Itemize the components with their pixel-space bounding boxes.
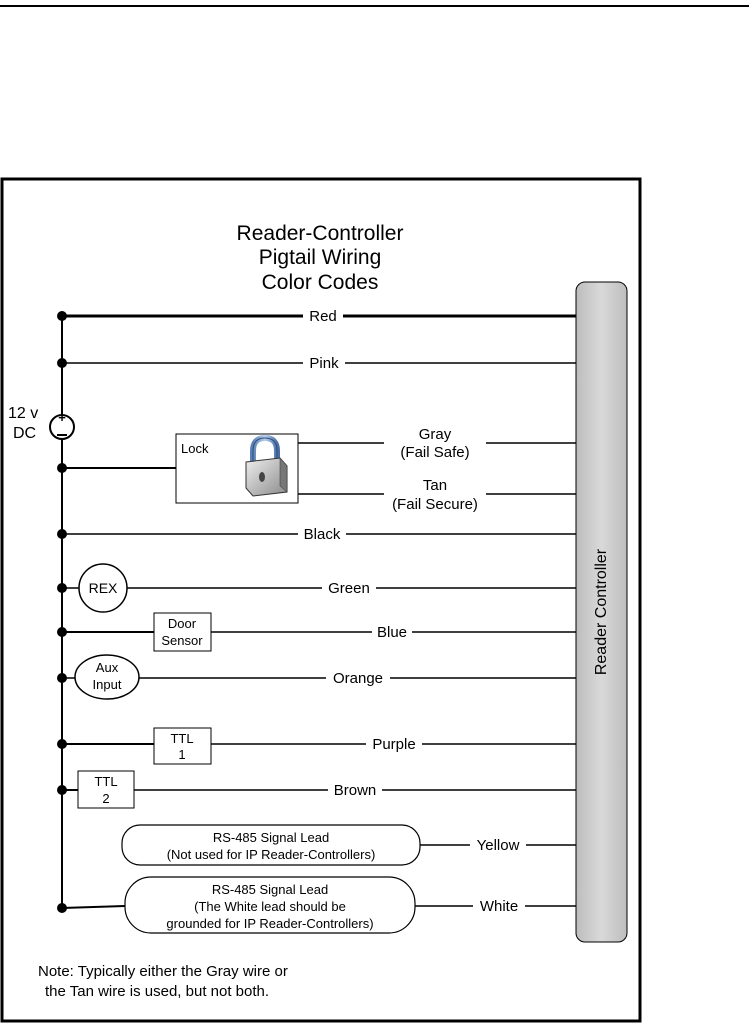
note-line-1: Note: Typically either the Gray wire or	[38, 963, 288, 980]
ttl2-label-line-2: 2	[102, 791, 109, 806]
wire-orange-label: Orange	[333, 670, 383, 687]
reader-controller	[575, 281, 628, 943]
wire-black-label: Black	[304, 526, 341, 543]
rs485-white-box	[124, 876, 416, 934]
wire-pink-label: Pink	[309, 355, 339, 372]
aux-input-device	[74, 654, 140, 700]
rs485-yellow-label-line-2: (Not used for IP Reader-Controllers)	[167, 847, 376, 862]
ttl1-label-line-2: 1	[178, 747, 185, 762]
rs485-white-label-line-1: RS-485 Signal Lead	[212, 882, 328, 897]
wire-blue-label: Blue	[377, 624, 407, 641]
aux-input-label-line-2: Input	[93, 677, 122, 692]
padlock-icon	[245, 434, 288, 497]
title-line-1: Reader-Controller	[237, 222, 404, 245]
wire-purple-label: Purple	[372, 736, 415, 753]
reader-controller-label: Reader Controller	[593, 548, 610, 675]
wire-tan-label-line-1: Tan	[423, 477, 447, 494]
wire-gray-label-line-2: (Fail Safe)	[400, 444, 469, 461]
wire-white-feed	[61, 905, 126, 909]
ttl2-label-line-1: TTL	[94, 774, 117, 789]
rs485-white-label-line-2: (The White lead should be	[194, 899, 346, 914]
ttl2-box	[77, 770, 135, 809]
rex-label: REX	[89, 580, 118, 596]
power-plus: +	[58, 410, 66, 425]
wire-tan-label-line-2: (Fail Secure)	[392, 496, 478, 513]
rex-aux-links	[62, 587, 79, 679]
rs485-white-label-line-3: grounded for IP Reader-Controllers)	[166, 916, 373, 931]
title-line-3: Color Codes	[262, 271, 379, 294]
wire-red-label: Red	[309, 308, 337, 325]
wire-white-label: White	[480, 898, 518, 915]
ttl1-label-line-1: TTL	[170, 731, 193, 746]
door-sensor-box	[153, 612, 212, 652]
power-label-line-2: DC	[13, 425, 36, 442]
ttl1-box	[153, 727, 212, 765]
wire-gray-label-line-1: Gray	[419, 426, 452, 443]
power-source	[49, 414, 75, 440]
door-sensor-label-line-1: Door	[168, 616, 197, 631]
door-sensor-label-line-2: Sensor	[161, 633, 203, 648]
title-line-2: Pigtail Wiring	[259, 246, 382, 269]
wire-brown-label: Brown	[334, 782, 377, 799]
lock-label: Lock	[181, 441, 209, 456]
power-label-line-1: 12 v	[8, 405, 38, 422]
wire-yellow-label: Yellow	[477, 837, 520, 854]
aux-input-label-line-1: Aux	[96, 660, 119, 675]
note-line-2: the Tan wire is used, but not both.	[45, 983, 269, 1000]
rs485-yellow-label-line-1: RS-485 Signal Lead	[213, 830, 329, 845]
wire-green-label: Green	[328, 580, 370, 597]
